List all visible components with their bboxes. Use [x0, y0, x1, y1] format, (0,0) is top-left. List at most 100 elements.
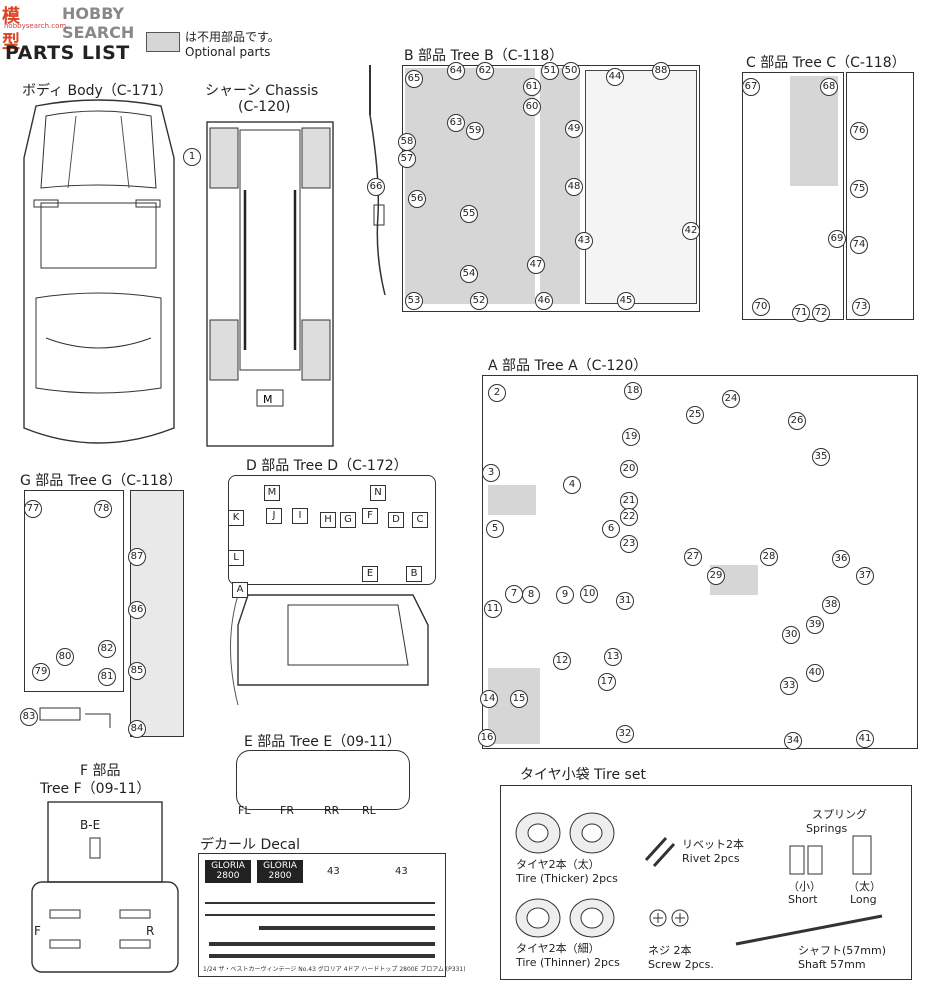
- part-number: 87: [128, 548, 146, 566]
- part-number: 44: [606, 68, 624, 86]
- part-number: 1: [183, 148, 201, 166]
- part-letter: F: [362, 508, 378, 524]
- part-number: 55: [460, 205, 478, 223]
- decal-logo-2-sub: 2800: [268, 871, 292, 881]
- part-number: 3: [482, 464, 500, 482]
- part-number: 65: [405, 70, 423, 88]
- decal-footer: 1/24 ザ・ベストカーヴィンテージ No.43 グロリア 4ドア ハードトップ…: [203, 966, 466, 973]
- part-number: 68: [820, 78, 838, 96]
- part-number: 33: [780, 677, 798, 695]
- part-number: 23: [620, 535, 638, 553]
- legend-jp: は不用部品です。: [185, 30, 280, 44]
- part-number: 79: [32, 663, 50, 681]
- part-number: 51: [541, 62, 559, 80]
- part-number: 58: [398, 133, 416, 151]
- part-number: 49: [565, 120, 583, 138]
- decal-logo-1-sub: 2800: [216, 871, 240, 881]
- part-letter: A: [232, 582, 248, 598]
- screw-jp: ネジ 2本: [648, 944, 692, 957]
- decal-title: デカール Decal: [200, 837, 301, 853]
- part-number: 27: [684, 548, 702, 566]
- shaft-jp: シャフト(57mm): [798, 944, 887, 957]
- tree-f-title-jp: F 部品: [80, 763, 121, 779]
- part-number: 61: [523, 78, 541, 96]
- decal-number-43b: 43: [395, 866, 408, 877]
- tree-b-optional-area: [405, 68, 535, 304]
- decal-stripe: [209, 954, 435, 958]
- page-title: PARTS LIST: [5, 42, 130, 64]
- decal-sheet: GLORIA 2800 GLORIA 2800 43 43 1/24 ザ・ベスト…: [198, 853, 466, 977]
- tree-b-antenna: [369, 65, 386, 296]
- part-number: 66: [367, 178, 385, 196]
- part-number: 48: [565, 178, 583, 196]
- tire-set-title: タイヤ小袋 Tire set: [520, 767, 646, 783]
- part-number: 39: [806, 616, 824, 634]
- tree-e-label: FL: [238, 804, 251, 817]
- legend-en: Optional parts: [185, 45, 271, 59]
- part-number: 59: [466, 122, 484, 140]
- tree-d-title: D 部品 Tree D（C-172）: [246, 458, 408, 474]
- part-number: 69: [828, 230, 846, 248]
- part-number: 70: [752, 298, 770, 316]
- tree-g-part-83: [39, 707, 111, 728]
- springs-jp: スプリング: [812, 808, 867, 821]
- part-number: 74: [850, 236, 868, 254]
- shaft-en: Shaft 57mm: [798, 958, 866, 971]
- part-number: 11: [484, 600, 502, 618]
- body-drawing: [23, 99, 175, 444]
- tree-d-frame: [228, 475, 436, 585]
- part-number: 62: [476, 62, 494, 80]
- tree-f-label-r: R: [146, 924, 155, 938]
- part-number: 77: [24, 500, 42, 518]
- chassis-drawing: M: [206, 121, 334, 447]
- part-number: 71: [792, 304, 810, 322]
- tree-a-title: A 部品 Tree A（C-120）: [488, 358, 648, 374]
- part-number: 41: [856, 730, 874, 748]
- part-number: 88: [652, 62, 670, 80]
- part-number: 14: [480, 690, 498, 708]
- thick-tire-jp: タイヤ2本（太）: [516, 858, 600, 871]
- part-number: 75: [850, 180, 868, 198]
- screw-icon: [649, 909, 689, 927]
- decal-logo-1-text: GLORIA: [211, 861, 245, 871]
- part-number: 29: [707, 567, 725, 585]
- decal-stripe: [259, 926, 435, 930]
- part-number: 2: [488, 384, 506, 402]
- tree-f-label-be: B-E: [80, 818, 101, 832]
- part-number: 37: [856, 567, 874, 585]
- tree-a-optional-area: [488, 485, 536, 515]
- decal-logo-2-text: GLORIA: [263, 861, 297, 871]
- part-number: 46: [535, 292, 553, 310]
- part-number: 25: [686, 406, 704, 424]
- decal-number-43a: 43: [327, 866, 340, 877]
- part-number: 30: [782, 626, 800, 644]
- part-number: 81: [98, 668, 116, 686]
- watermark-small: hobbysearch.com: [4, 22, 67, 30]
- long-spring-jp: （太）: [848, 880, 881, 893]
- part-number: 42: [682, 222, 700, 240]
- part-number: 10: [580, 585, 598, 603]
- decal-stripe: [205, 902, 435, 904]
- part-number: 8: [522, 586, 540, 604]
- part-number: 4: [563, 476, 581, 494]
- chassis-title: シャーシ Chassis: [205, 83, 319, 99]
- part-number: 18: [624, 382, 642, 400]
- part-number: 85: [128, 662, 146, 680]
- tree-e-frame: [236, 750, 410, 810]
- part-number: 15: [510, 690, 528, 708]
- part-number: 45: [617, 292, 635, 310]
- part-number: 32: [616, 725, 634, 743]
- screw-en: Screw 2pcs.: [648, 958, 714, 971]
- part-number: 60: [523, 98, 541, 116]
- tree-f-label-f: F: [34, 924, 41, 938]
- part-number: 38: [822, 596, 840, 614]
- springs-en: Springs: [806, 822, 848, 835]
- part-number: 80: [56, 648, 74, 666]
- tire-set-frame: [500, 785, 912, 980]
- tree-g-title: G 部品 Tree G（C-118）: [20, 473, 182, 489]
- part-number: 83: [20, 708, 38, 726]
- tree-e-label: FR: [280, 804, 294, 817]
- part-letter: I: [292, 508, 308, 524]
- tree-b-title: B 部品 Tree B（C-118）: [404, 48, 564, 64]
- part-letter: K: [228, 510, 244, 526]
